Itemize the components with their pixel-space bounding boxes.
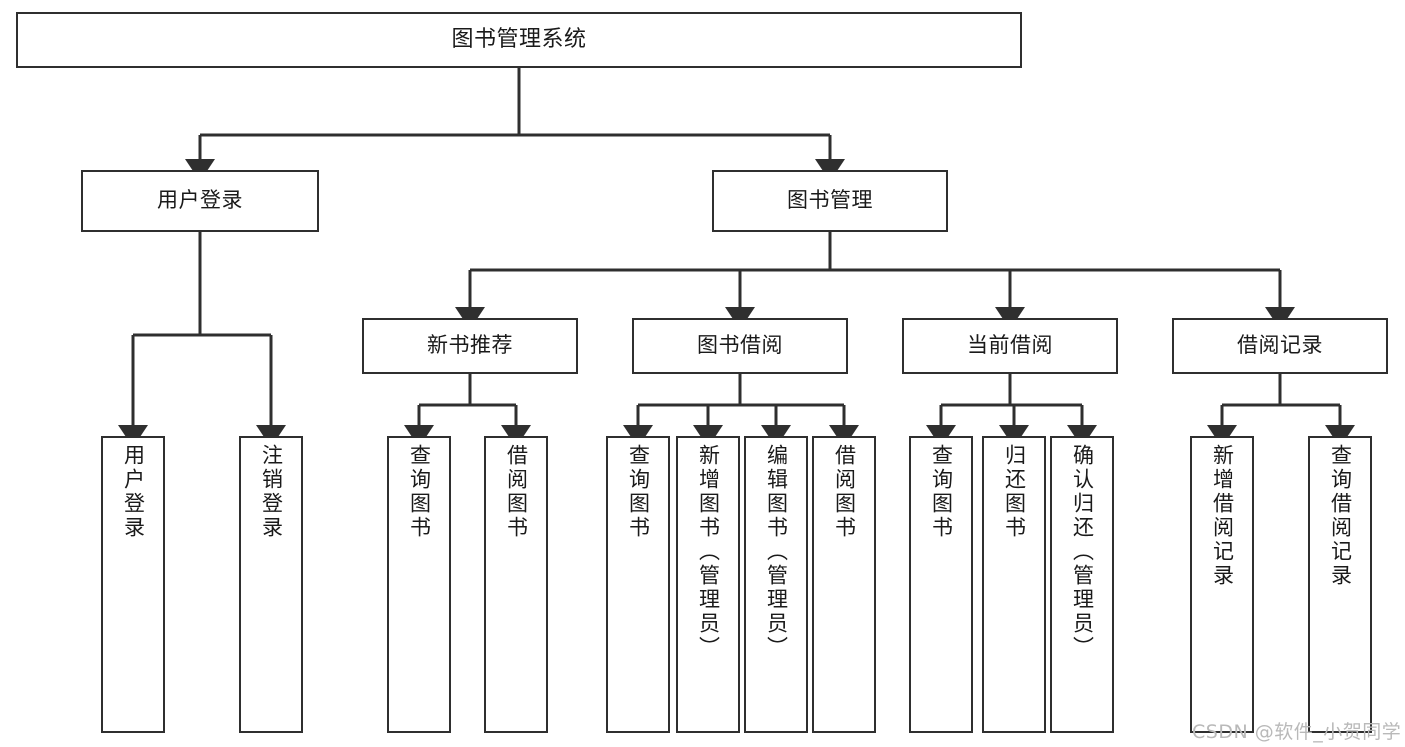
node-current-borrowing[interactable]: 当前借阅 (902, 318, 1118, 374)
node-borrowing-record[interactable]: 借阅记录 (1172, 318, 1388, 374)
node-label: 确认归还（管理员） (1070, 444, 1095, 660)
node-label: 借阅图书 (504, 444, 529, 540)
node-book-borrowing[interactable]: 图书借阅 (632, 318, 848, 374)
leaf-query-book-current[interactable]: 查询图书 (909, 436, 973, 733)
leaf-query-book-borrow[interactable]: 查询图书 (606, 436, 670, 733)
node-label: 借阅记录 (1237, 333, 1323, 358)
node-label: 查询图书 (407, 444, 432, 540)
leaf-add-book-admin[interactable]: 新增图书（管理员） (676, 436, 740, 733)
node-label: 图书借阅 (697, 333, 783, 358)
node-label: 用户登录 (121, 444, 146, 540)
node-label: 图书管理 (787, 188, 873, 213)
node-label: 用户登录 (157, 188, 243, 213)
leaf-return-book[interactable]: 归还图书 (982, 436, 1046, 733)
node-label: 新增借阅记录 (1210, 444, 1235, 588)
node-book-management-system[interactable]: 图书管理系统 (16, 12, 1022, 68)
leaf-query-borrow-record[interactable]: 查询借阅记录 (1308, 436, 1372, 733)
node-label: 编辑图书（管理员） (764, 444, 789, 660)
node-label: 归还图书 (1002, 444, 1027, 540)
node-label: 新增图书（管理员） (696, 444, 721, 660)
node-label: 借阅图书 (832, 444, 857, 540)
node-label: 查询借阅记录 (1328, 444, 1353, 588)
leaf-logout[interactable]: 注销登录 (239, 436, 303, 733)
node-label: 图书管理系统 (451, 26, 587, 52)
node-label: 查询图书 (929, 444, 954, 540)
leaf-user-login[interactable]: 用户登录 (101, 436, 165, 733)
node-new-book-recommendation[interactable]: 新书推荐 (362, 318, 578, 374)
node-user-login[interactable]: 用户登录 (81, 170, 319, 232)
leaf-borrow-book-rec[interactable]: 借阅图书 (484, 436, 548, 733)
leaf-borrow-book[interactable]: 借阅图书 (812, 436, 876, 733)
node-label: 新书推荐 (427, 333, 513, 358)
node-label: 查询图书 (626, 444, 651, 540)
node-book-management[interactable]: 图书管理 (712, 170, 948, 232)
leaf-edit-book-admin[interactable]: 编辑图书（管理员） (744, 436, 808, 733)
node-label: 当前借阅 (967, 333, 1053, 358)
leaf-query-book-rec[interactable]: 查询图书 (387, 436, 451, 733)
leaf-confirm-return-admin[interactable]: 确认归还（管理员） (1050, 436, 1114, 733)
node-label: 注销登录 (259, 444, 284, 540)
watermark-text: CSDN @软件_小贺同学 (1192, 721, 1402, 743)
leaf-add-borrow-record[interactable]: 新增借阅记录 (1190, 436, 1254, 733)
csdn-watermark: CSDN @软件_小贺同学 (1192, 717, 1401, 744)
